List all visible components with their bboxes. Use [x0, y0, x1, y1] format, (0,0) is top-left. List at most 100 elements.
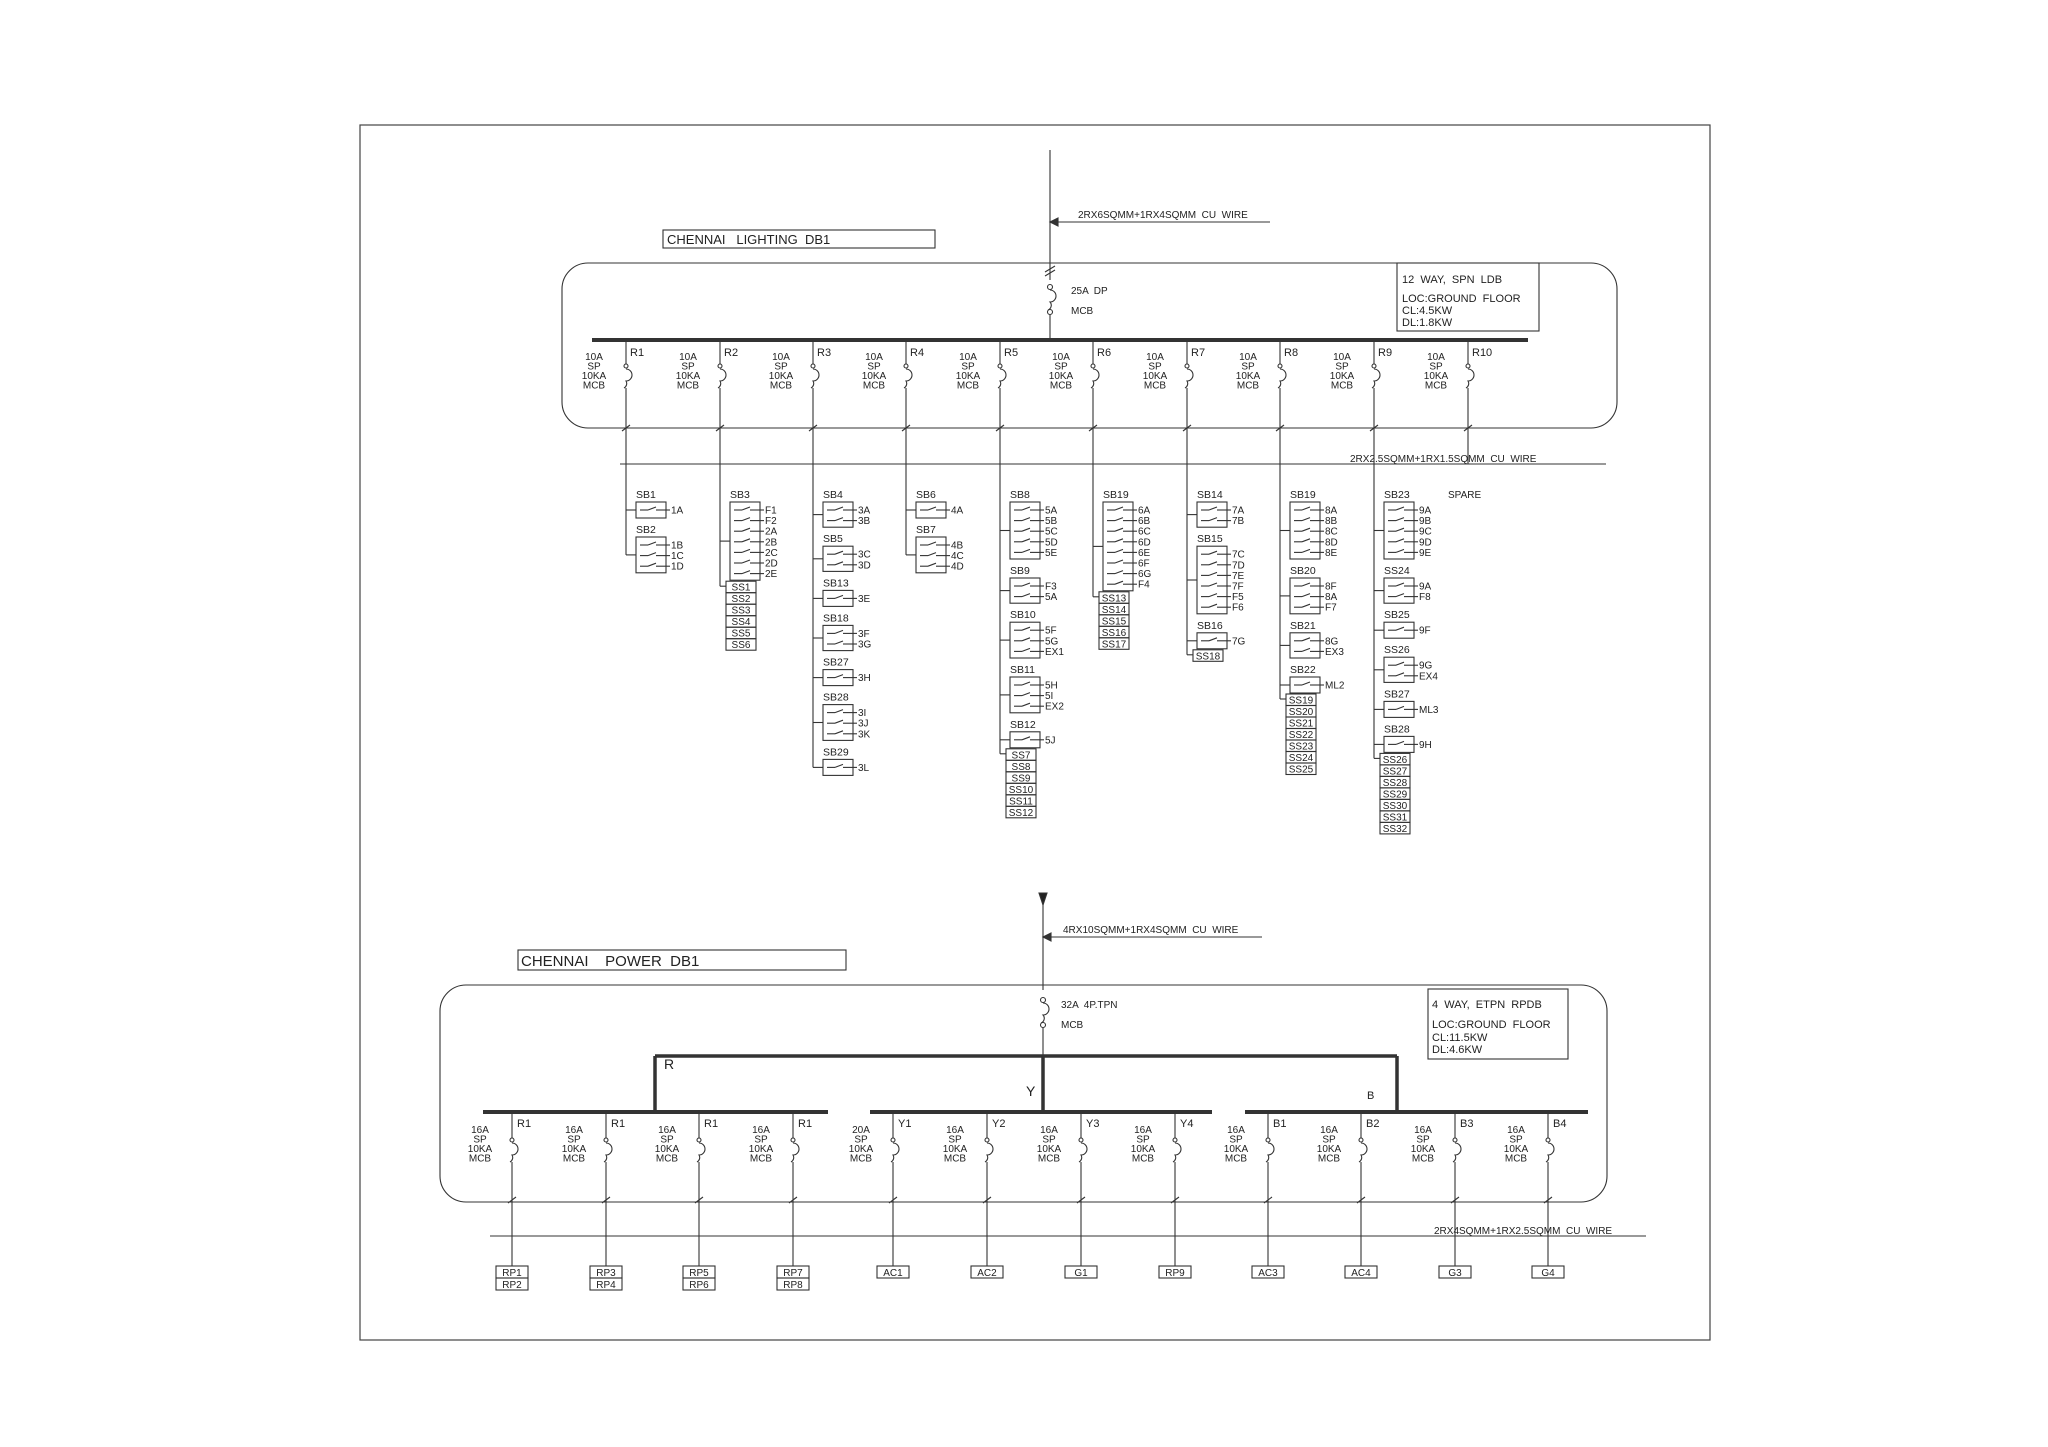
load-label: 5B [1045, 516, 1058, 527]
breaker-contact [696, 1137, 702, 1143]
breaker-rating: 16A [658, 1125, 676, 1136]
switch-blade [834, 506, 844, 511]
cable-tick [1076, 1196, 1086, 1204]
switch-blade [1208, 637, 1218, 642]
circuit-label-r1: R1 [704, 1118, 718, 1130]
cable-arrow [1041, 932, 1052, 942]
sub-board-label: SB13 [823, 577, 849, 589]
mcb-symbol [696, 1142, 706, 1163]
load-box [1344, 1265, 1378, 1279]
mcb-symbol [603, 1142, 613, 1163]
load-label: 5A [1045, 592, 1058, 603]
load-label: 2D [765, 559, 778, 570]
sub-board-label: SS24 [1384, 565, 1410, 577]
socket-box [725, 638, 757, 651]
cable-tick [1182, 424, 1192, 432]
load-box [682, 1277, 716, 1291]
mcb-symbol [984, 1142, 994, 1163]
load-label: 8A [1325, 592, 1338, 603]
breaker-rating: MCB [1237, 381, 1260, 392]
breaker-rating: 10KA [562, 1144, 587, 1155]
mcb-symbol [1371, 368, 1381, 389]
breaker-rating: 10A [772, 352, 790, 363]
mcb-symbol [997, 368, 1007, 389]
socket-label: SS8 [1012, 762, 1031, 773]
breaker-contact [1078, 1137, 1084, 1143]
breaker-contact [1184, 363, 1190, 369]
power-incomer-mcb-type: MCB [1061, 1020, 1084, 1031]
sub-board-label: SS26 [1384, 644, 1410, 656]
socket-label: SS24 [1289, 753, 1314, 764]
sub-board-label: SB9 [1010, 565, 1030, 577]
sub-board-box [822, 624, 854, 652]
socket-label: SS10 [1009, 785, 1034, 796]
breaker-rating: SP [948, 1135, 962, 1146]
load-label: EX4 [1419, 671, 1438, 682]
power-info-loc: LOC:GROUND FLOOR [1432, 1019, 1551, 1031]
sub-board-label: SB19 [1103, 489, 1129, 501]
load-label: F6 [1232, 603, 1244, 614]
switch-blade [1021, 702, 1031, 707]
socket-label: SS19 [1289, 696, 1314, 707]
load-label: 1A [671, 506, 684, 517]
cable-tick [1543, 1196, 1553, 1204]
sub-board-label: SB29 [823, 746, 849, 758]
switch-blade [1301, 582, 1311, 587]
load-label: 9A [1419, 506, 1432, 517]
breaker-rating: 10KA [1037, 1144, 1062, 1155]
load-label: 7C [1232, 550, 1245, 561]
breaker-rating: MCB [1425, 381, 1448, 392]
breaker-rating: MCB [656, 1154, 679, 1165]
cable-tick [715, 424, 725, 432]
sub-board-box [1196, 545, 1228, 615]
switch-blade [927, 506, 937, 511]
switch-blade [1021, 647, 1031, 652]
switch-blade [834, 674, 844, 679]
load-label: G1 [1074, 1268, 1088, 1279]
switch-blade [1114, 580, 1124, 585]
breaker-rating: SP [1241, 362, 1255, 373]
breaker-rating: 10KA [1330, 371, 1355, 382]
sub-board-box [822, 501, 854, 528]
load-label: 3A [858, 506, 871, 517]
load-label: 7E [1232, 571, 1245, 582]
load-label: 2B [765, 537, 778, 548]
power-db-title: CHENNAI POWER DB1 [521, 953, 699, 970]
socket-label: SS22 [1289, 730, 1314, 741]
mcb-symbol [623, 368, 633, 389]
lighting-info-box [1396, 262, 1540, 332]
breaker-rating: MCB [677, 381, 700, 392]
circuit-group-r8: SB198A8B8C8D8ESB208F8AF7SB218GEX3SB22ML2… [1279, 464, 1345, 776]
socket-box [1098, 637, 1130, 650]
lighting-incomer-cable: 2RX6SQMM+1RX4SQMM CU WIRE [1078, 210, 1248, 221]
load-label: F7 [1325, 603, 1337, 614]
phase-label-y: Y [1026, 1083, 1036, 1099]
load-label: 3I [858, 708, 866, 719]
sub-board-box [1383, 656, 1415, 683]
switch-blade [741, 506, 751, 511]
sub-board-label: SB16 [1197, 620, 1223, 632]
switch-blade [1395, 740, 1405, 745]
sub-board-label: SB28 [1384, 723, 1410, 735]
breaker-contact [997, 363, 1003, 369]
switch-blade [1301, 603, 1311, 608]
phase-label-b: B [1367, 1090, 1374, 1102]
breaker-rating: 10KA [1504, 1144, 1529, 1155]
cable-tick [1170, 1196, 1180, 1204]
breaker-rating: 16A [752, 1125, 770, 1136]
lighting-db-title: CHENNAI LIGHTING DB1 [667, 232, 830, 247]
switch-blade [1395, 661, 1405, 666]
switch-blade [1021, 506, 1031, 511]
sub-board-label: SB18 [823, 612, 849, 624]
load-label: F5 [1232, 592, 1244, 603]
switch-blade [741, 538, 751, 543]
load-label: 2A [765, 527, 778, 538]
power-title-box [517, 949, 847, 971]
load-label: EX1 [1045, 647, 1064, 658]
breaker-rating: 10A [1333, 352, 1351, 363]
switch-blade [647, 506, 657, 511]
load-label: 3C [858, 550, 871, 561]
